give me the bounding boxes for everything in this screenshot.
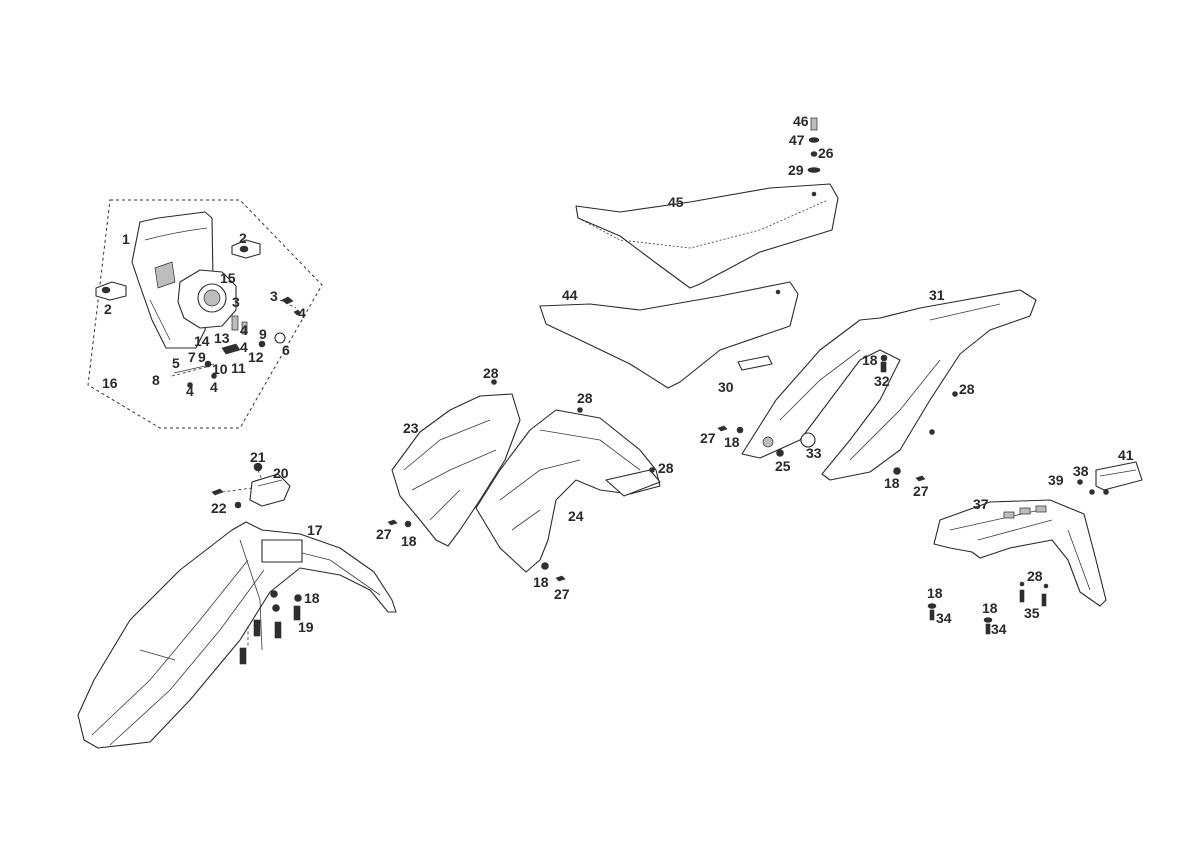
left-radiator-shroud xyxy=(391,393,521,547)
callout-23: 23 xyxy=(403,420,419,436)
callout-18-e: 18 xyxy=(724,434,740,450)
callout-32: 32 xyxy=(874,373,890,389)
seat-45 xyxy=(575,183,839,289)
callout-20: 20 xyxy=(273,465,289,481)
callout-16: 16 xyxy=(102,375,118,391)
callout-17: 17 xyxy=(307,522,323,538)
callout-9-a: 9 xyxy=(259,326,267,342)
callout-26: 26 xyxy=(818,145,834,161)
callout-18-h: 18 xyxy=(982,600,998,616)
callout-47: 47 xyxy=(789,132,805,148)
callout-28-c: 28 xyxy=(658,460,674,476)
callout-41: 41 xyxy=(1118,447,1134,463)
callout-8: 8 xyxy=(152,372,160,388)
seat-group xyxy=(539,117,839,389)
callout-12: 12 xyxy=(248,349,264,365)
callout-2-lower: 2 xyxy=(104,301,112,317)
callout-33: 33 xyxy=(806,445,822,461)
callout-5: 5 xyxy=(172,355,180,371)
callout-35: 35 xyxy=(1024,605,1040,621)
callout-3-lower: 3 xyxy=(232,294,240,310)
callout-4-c: 4 xyxy=(240,339,248,355)
callout-46: 46 xyxy=(793,113,809,129)
callout-2-upper: 2 xyxy=(239,230,247,246)
callout-44: 44 xyxy=(562,287,578,303)
callout-19: 19 xyxy=(298,619,314,635)
callout-18-f: 18 xyxy=(884,475,900,491)
headlight-assembly-group xyxy=(87,199,323,429)
callout-15: 15 xyxy=(220,270,236,286)
callout-30: 30 xyxy=(718,379,734,395)
number-plate-bracket-group xyxy=(211,462,291,509)
callout-28-d: 28 xyxy=(959,381,975,397)
callout-38: 38 xyxy=(1073,463,1089,479)
callout-21: 21 xyxy=(250,449,266,465)
callout-37: 37 xyxy=(973,496,989,512)
callout-1: 1 xyxy=(122,231,130,247)
rear-plate-group xyxy=(927,461,1143,635)
callout-45: 45 xyxy=(668,194,684,210)
callout-27-b: 27 xyxy=(554,586,570,602)
license-plate-holder xyxy=(933,499,1107,607)
callout-3-upper: 3 xyxy=(270,288,278,304)
fork-clamp-left xyxy=(95,281,127,301)
callout-10: 10 xyxy=(212,361,228,377)
callout-4-a: 4 xyxy=(298,305,306,321)
number-plate-bracket xyxy=(249,473,291,507)
callout-9-b: 9 xyxy=(198,349,206,365)
callout-29: 29 xyxy=(788,162,804,178)
seat-pad-30 xyxy=(737,355,773,371)
radiator-shroud-group xyxy=(387,379,661,582)
callout-28-e: 28 xyxy=(1027,568,1043,584)
headlight-group-boundary xyxy=(87,199,323,429)
callout-13: 13 xyxy=(214,330,230,346)
front-fender-group xyxy=(77,521,397,749)
callout-34-a: 34 xyxy=(936,610,952,626)
callout-4-b: 4 xyxy=(240,322,248,338)
callout-7: 7 xyxy=(188,349,196,365)
callout-27-a: 27 xyxy=(376,526,392,542)
callout-18-c: 18 xyxy=(533,574,549,590)
callout-34-b: 34 xyxy=(991,621,1007,637)
callout-18-a: 18 xyxy=(304,590,320,606)
tail-light xyxy=(1095,461,1143,491)
callout-22: 22 xyxy=(211,500,227,516)
callout-28-b: 28 xyxy=(577,390,593,406)
callout-6: 6 xyxy=(282,342,290,358)
callout-28-a: 28 xyxy=(483,365,499,381)
front-fender xyxy=(77,521,397,749)
seat-44 xyxy=(539,281,799,389)
callout-27-c: 27 xyxy=(700,430,716,446)
callout-11: 11 xyxy=(231,360,246,376)
callout-14: 14 xyxy=(194,333,210,349)
callout-24: 24 xyxy=(568,508,584,524)
rear-fender-side-panels xyxy=(741,289,1037,481)
callout-27-d: 27 xyxy=(913,483,929,499)
callout-18-b: 18 xyxy=(401,533,417,549)
callout-25: 25 xyxy=(775,458,791,474)
callout-labels: 1 2 2 15 3 3 4 4 13 4 9 6 14 12 7 9 5 10… xyxy=(102,113,1134,637)
callout-4-d: 4 xyxy=(186,383,194,399)
callout-39: 39 xyxy=(1048,472,1064,488)
callout-18-g: 18 xyxy=(927,585,943,601)
callout-4-e: 4 xyxy=(210,379,218,395)
rear-fender-group xyxy=(717,289,1037,482)
callout-31: 31 xyxy=(929,287,945,303)
callout-18-d: 18 xyxy=(862,352,878,368)
